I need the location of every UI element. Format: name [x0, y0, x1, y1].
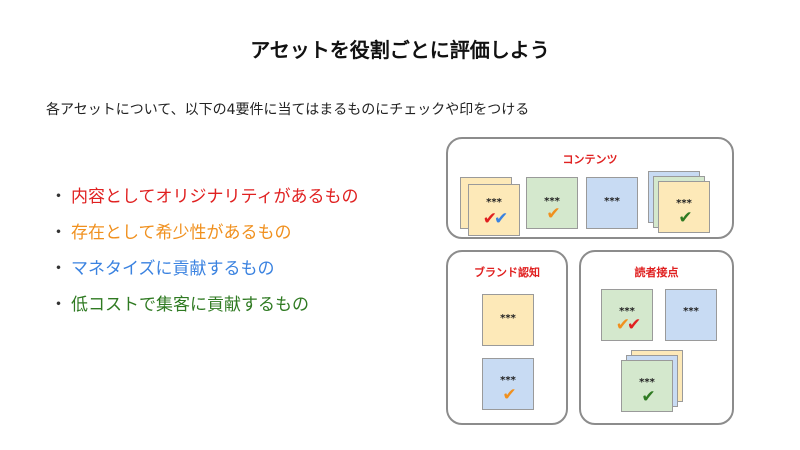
group-reader-contact: 読者接点 *** ✔✔ *** *** ✔: [579, 250, 734, 425]
card-text: ***: [619, 306, 635, 317]
criterion-label: マネタイズに貢献するもの: [71, 258, 275, 279]
group-label: 読者接点: [634, 266, 679, 279]
bullet: ・: [50, 222, 67, 243]
bullet: ・: [50, 258, 67, 279]
card-checks: ✔✔: [602, 317, 652, 334]
criterion-label: 低コストで集客に貢献するもの: [71, 294, 309, 315]
card-text: ***: [639, 377, 655, 388]
asset-card[interactable]: *** ✔✔: [601, 289, 653, 341]
group-label: ブランド認知: [474, 266, 540, 279]
group-contents: コンテンツ *** ✔✔ *** ✔ *** *** ✔: [446, 137, 734, 239]
check-blue-icon: ✔: [494, 209, 508, 229]
check-green-icon: ✔: [678, 208, 692, 228]
check-red-icon: ✔: [482, 209, 497, 229]
criterion-low-cost-acquisition: ・ 低コストで集客に貢献するもの: [50, 284, 358, 320]
asset-card[interactable]: *** ✔: [526, 177, 578, 229]
card-text: ***: [500, 313, 516, 324]
asset-card[interactable]: *** ✔: [658, 181, 710, 233]
card-text: ***: [544, 196, 560, 207]
bullet: ・: [50, 186, 67, 207]
card-text: ***: [604, 196, 620, 207]
criteria-list: ・ 内容としてオリジナリティがあるもの ・ 存在として希少性があるもの ・ マネ…: [50, 176, 358, 320]
criterion-originality: ・ 内容としてオリジナリティがあるもの: [50, 176, 358, 212]
criterion-label: 内容としてオリジナリティがあるもの: [71, 186, 359, 207]
asset-card[interactable]: ***: [665, 289, 717, 341]
card-text: ***: [683, 306, 699, 317]
check-red-icon: ✔: [627, 315, 641, 335]
check-orange-icon: ✔: [502, 385, 516, 405]
card-checks: ✔: [659, 210, 709, 227]
asset-card[interactable]: *** ✔: [482, 358, 534, 410]
check-green-icon: ✔: [641, 387, 655, 407]
criterion-rarity: ・ 存在として希少性があるもの: [50, 212, 358, 248]
asset-card[interactable]: *** ✔✔: [468, 184, 520, 236]
card-text: ***: [486, 197, 502, 208]
bullet: ・: [50, 294, 67, 315]
card-checks: ✔: [622, 389, 672, 406]
criterion-label: 存在として希少性があるもの: [71, 222, 292, 243]
asset-card[interactable]: *** ✔: [621, 360, 673, 412]
group-label: コンテンツ: [562, 153, 618, 166]
card-text: ***: [676, 198, 692, 209]
card-checks: ✔✔: [469, 211, 519, 228]
card-text: ***: [500, 375, 516, 386]
check-orange-icon: ✔: [546, 204, 560, 224]
asset-card[interactable]: ***: [586, 177, 638, 229]
card-checks: ✔: [483, 387, 533, 404]
card-checks: ✔: [527, 206, 577, 223]
slide-title: アセットを役割ごとに評価しよう: [250, 38, 550, 62]
slide-subtitle: 各アセットについて、以下の4要件に当てはまるものにチェックや印をつける: [46, 102, 530, 118]
group-brand-awareness: ブランド認知 *** *** ✔: [446, 250, 568, 425]
criterion-monetization: ・ マネタイズに貢献するもの: [50, 248, 358, 284]
check-orange-icon: ✔: [615, 315, 630, 335]
asset-card[interactable]: ***: [482, 294, 534, 346]
